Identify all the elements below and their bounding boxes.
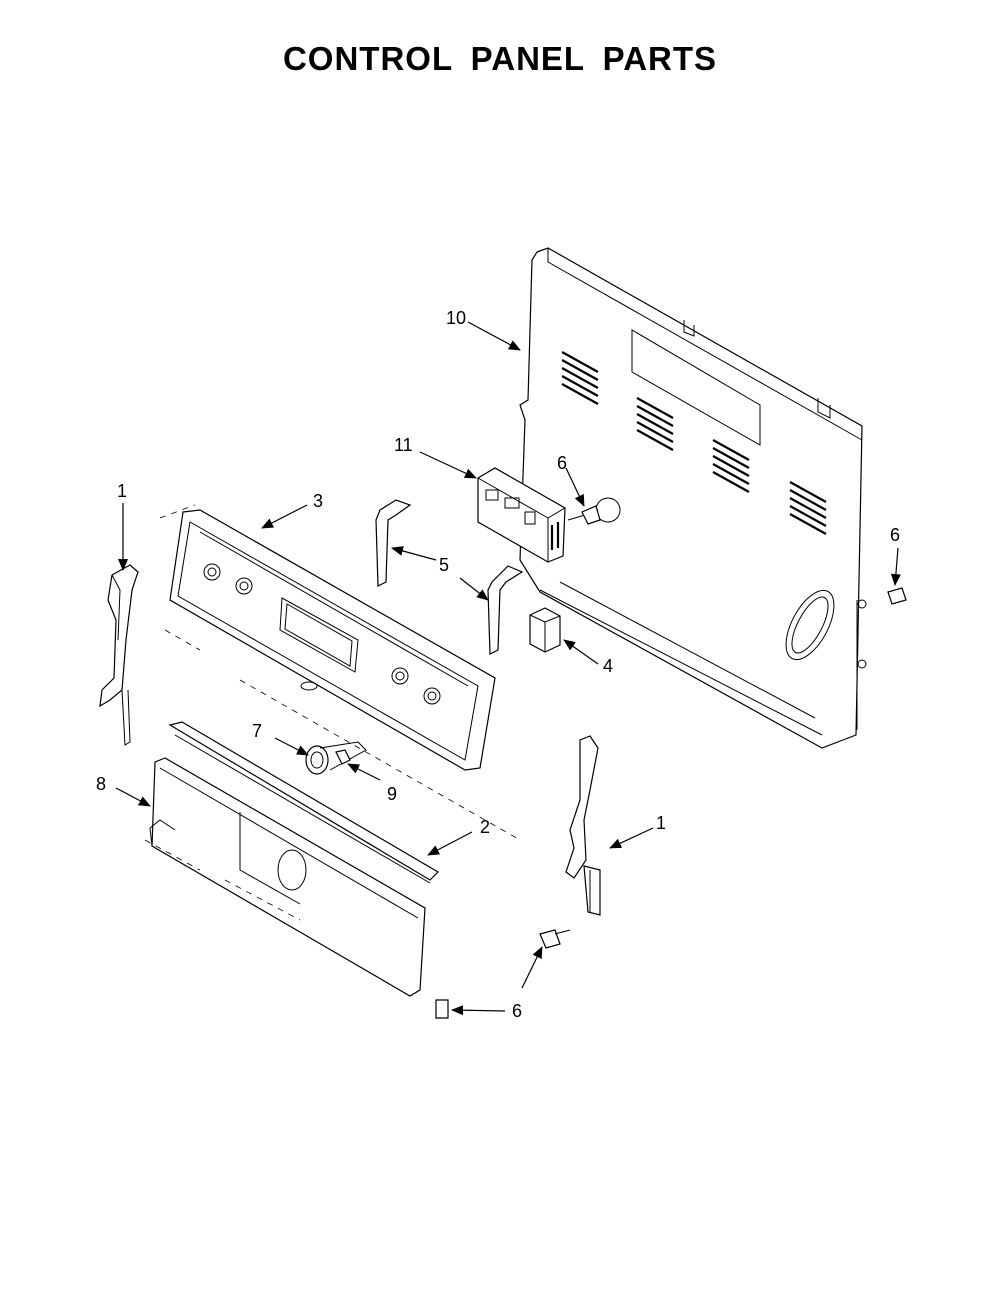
- leader-arrows: [115, 321, 901, 1016]
- mounting-clip: [529, 607, 561, 653]
- callout-1-left: 1: [117, 481, 127, 501]
- lower-access-panel: [144, 757, 426, 997]
- callout-6-bottom: 6: [512, 1001, 522, 1021]
- callout-6-top: 6: [557, 453, 567, 473]
- callout-2: 2: [480, 817, 490, 837]
- console-bracket-upper: [375, 499, 412, 587]
- knob-insert: [335, 749, 351, 765]
- console-bracket-lower: [487, 565, 524, 655]
- callout-7: 7: [252, 721, 262, 741]
- callout-8: 8: [96, 774, 106, 794]
- lower-trim-rail: [168, 721, 439, 884]
- callout-3: 3: [313, 491, 323, 511]
- side-end-cap-right: [565, 735, 601, 916]
- callout-11: 11: [394, 435, 413, 455]
- callout-1-right: 1: [656, 813, 666, 833]
- screw-bottom: [435, 999, 449, 1019]
- control-knob: [305, 741, 367, 775]
- screw-lower: [539, 929, 571, 949]
- control-panel-console: [159, 504, 521, 841]
- screw-right: [887, 587, 907, 605]
- callout-6-right: 6: [890, 525, 900, 545]
- rear-console-panel: [519, 247, 867, 749]
- callout-10: 10: [446, 308, 466, 328]
- screw-top: [581, 505, 601, 525]
- vent-slots: [561, 351, 827, 535]
- callout-9: 9: [387, 784, 397, 804]
- side-end-cap-left: [99, 564, 139, 746]
- callout-4: 4: [603, 656, 613, 676]
- page-title: CONTROL PANEL PARTS: [282, 40, 718, 77]
- callout-labels: 10 11 6 6 3 1 5 4 7 9 8 2 1 6: [96, 308, 900, 1021]
- callout-5: 5: [439, 555, 449, 575]
